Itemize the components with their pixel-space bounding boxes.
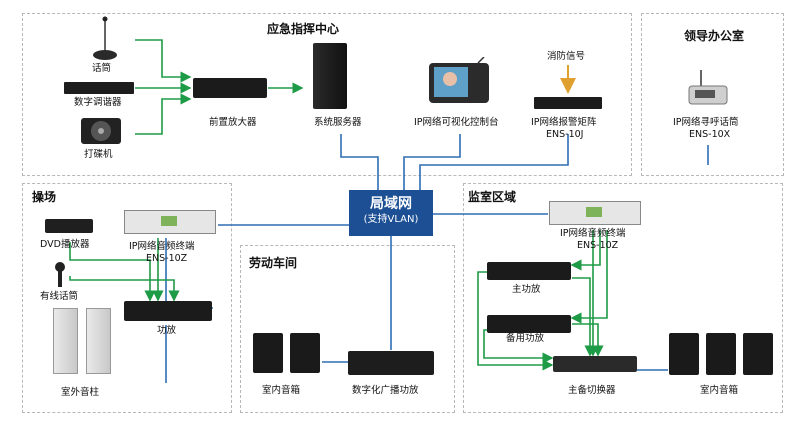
audio-terminal-1-device xyxy=(124,210,216,234)
lan-hub: 局域网 (支持VLAN) xyxy=(349,190,433,236)
label-indoor2: 室内音箱 xyxy=(700,385,739,396)
wire-cd-preamp xyxy=(135,93,192,135)
label-digital-amp: 数字化广播功放 xyxy=(352,385,419,396)
label-term1-2: ENS-10Z xyxy=(146,253,188,264)
label-wired-mic: 有线话筒 xyxy=(40,291,79,302)
label-preamp: 前置放大器 xyxy=(209,117,257,128)
indoor-speaker-2b xyxy=(706,333,736,375)
digital-amp-device xyxy=(348,351,434,375)
amplifier-1-device xyxy=(124,301,212,321)
label-dvd: DVD播放器 xyxy=(40,239,90,250)
indoor-speaker-2c xyxy=(743,333,773,375)
region-leader-office xyxy=(641,13,784,176)
label-term2-2: ENS-10Z xyxy=(577,240,619,251)
pager-mic-device xyxy=(685,68,731,108)
label-alarm-1: IP网络报警矩阵 xyxy=(531,117,597,128)
wire-term2-main-amp xyxy=(570,230,601,271)
tuner-device xyxy=(64,82,134,94)
preamp-device xyxy=(193,78,267,98)
wire-backup-amp-switcher xyxy=(483,329,554,364)
lan-subtitle: (支持VLAN) xyxy=(363,214,419,225)
server-device xyxy=(313,43,347,109)
microphone-device xyxy=(90,15,120,61)
label-backup-amp: 备用功放 xyxy=(506,333,545,344)
switcher-device xyxy=(553,356,637,372)
label-pager-2: ENS-10X xyxy=(689,129,731,140)
console-device xyxy=(428,56,490,105)
label-main-amp: 主功放 xyxy=(512,284,541,295)
backup-amp-device xyxy=(487,315,571,333)
wire-main-amp-back xyxy=(572,277,596,357)
region-workshop xyxy=(240,245,455,413)
wired-mic-device xyxy=(53,262,67,288)
wire-alarm-lan xyxy=(419,134,569,190)
outdoor-column-left xyxy=(53,308,78,374)
wire-term2-backup-amp xyxy=(570,230,608,324)
label-console: IP网络可视化控制台 xyxy=(414,117,499,128)
label-server: 系统服务器 xyxy=(314,117,362,128)
label-mic: 话筒 xyxy=(92,63,112,74)
region-title-monitor: 监室区域 xyxy=(468,190,517,204)
label-indoor1: 室内音箱 xyxy=(262,385,301,396)
cd-player-device xyxy=(80,116,122,146)
region-monitor xyxy=(463,183,783,413)
indoor-speaker-1b xyxy=(290,333,320,373)
alarm-matrix-device xyxy=(534,97,602,109)
region-title-command: 应急指挥中心 xyxy=(267,22,340,36)
wire-mic-preamp xyxy=(135,39,192,83)
label-term2-1: IP网络音频终端 xyxy=(560,228,626,239)
outdoor-column-right xyxy=(86,308,111,374)
wire-backup-amp-back xyxy=(572,323,604,357)
label-pager-1: IP网络寻呼话筒 xyxy=(673,117,739,128)
label-column: 室外音柱 xyxy=(61,387,100,398)
lan-title: 局域网 xyxy=(370,196,412,212)
indoor-speaker-2a xyxy=(669,333,699,375)
wire-server-lan xyxy=(340,134,379,190)
region-playground xyxy=(22,183,232,413)
label-cd: 打碟机 xyxy=(84,149,113,160)
wire-main-amp-switcher xyxy=(477,271,554,371)
region-title-playground: 操场 xyxy=(32,190,57,204)
audio-terminal-2-device xyxy=(549,201,641,225)
label-term1-1: IP网络音频终端 xyxy=(129,241,195,252)
main-amp-device xyxy=(487,262,571,280)
label-alarm-2: ENS-10J xyxy=(546,129,584,140)
wire-console-lan xyxy=(403,134,461,190)
region-command-center xyxy=(22,13,632,176)
label-amp1: 功放 xyxy=(157,325,177,336)
region-title-office: 领导办公室 xyxy=(684,29,745,43)
wire-wired-mic-amp xyxy=(69,276,180,302)
dvd-player-device xyxy=(45,219,93,233)
region-title-workshop: 劳动车间 xyxy=(249,256,298,270)
indoor-speaker-1a xyxy=(253,333,283,373)
label-tuner: 数字调谐器 xyxy=(74,97,122,108)
label-fire-signal: 消防信号 xyxy=(547,51,586,62)
label-switcher: 主备切换器 xyxy=(568,385,616,396)
